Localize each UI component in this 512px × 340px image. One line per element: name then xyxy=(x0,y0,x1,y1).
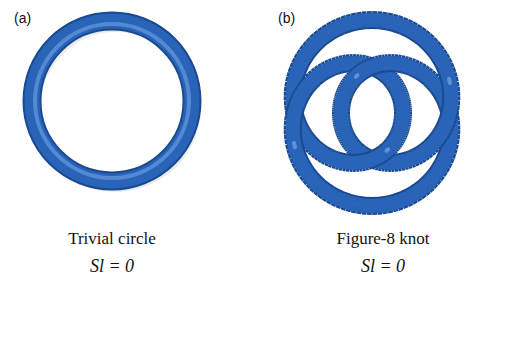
trivial-circle xyxy=(32,21,196,187)
invariant-value: Sl = 0 xyxy=(90,256,134,277)
knot-segment xyxy=(447,79,452,83)
knot-segment xyxy=(440,79,459,83)
knot-segment xyxy=(287,143,302,147)
knot-segment xyxy=(387,149,389,151)
knot-segment xyxy=(387,149,389,151)
caption-text: Trivial circle xyxy=(68,229,156,249)
knot-segment xyxy=(356,75,358,77)
invariant-value: Sl = 0 xyxy=(361,256,405,277)
figure-eight-knot xyxy=(293,20,452,206)
caption-text: Figure-8 knot xyxy=(336,229,429,249)
knot-segment xyxy=(356,75,358,77)
panel-letter: (b) xyxy=(278,10,295,26)
knot-segment xyxy=(285,143,304,147)
knot-segment xyxy=(356,75,358,77)
panel-letter: (a) xyxy=(14,10,31,26)
knot-segment xyxy=(387,149,389,151)
knot-segment xyxy=(442,79,457,83)
knot-segment xyxy=(292,143,297,147)
